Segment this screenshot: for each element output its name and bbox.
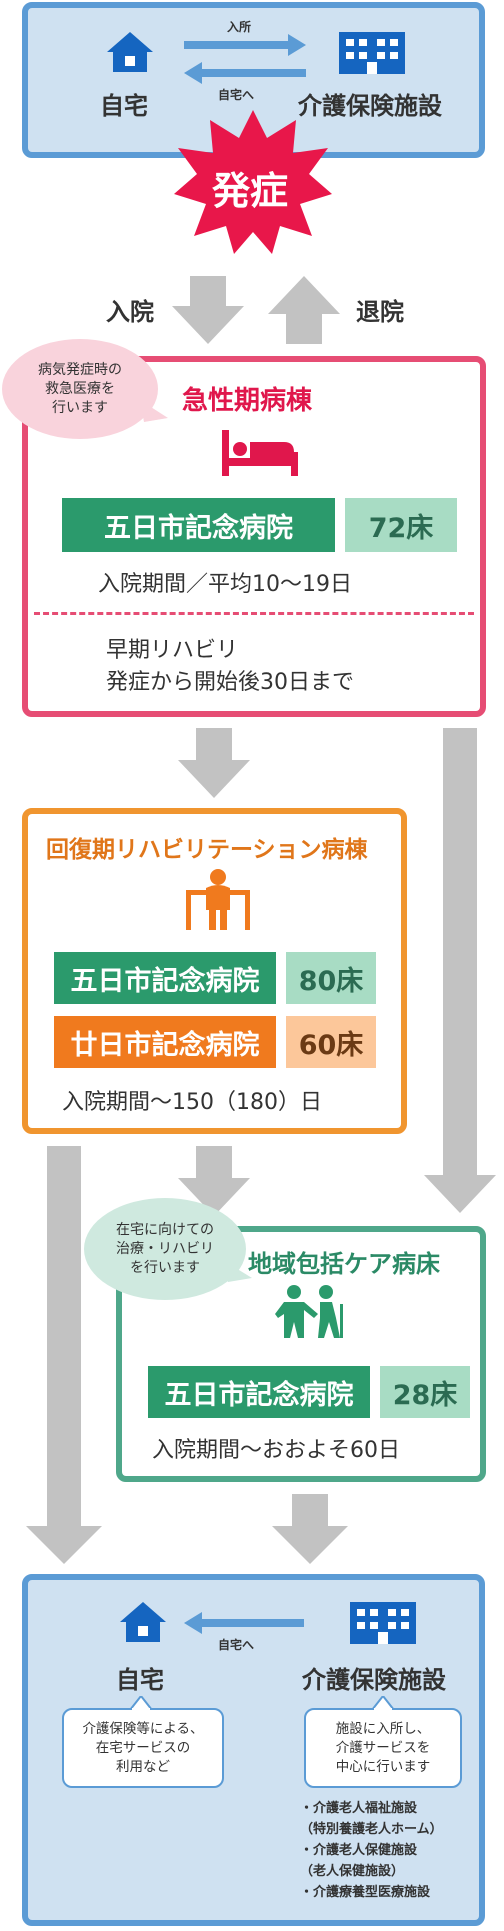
acute-bubble-line: 救急医療を xyxy=(45,380,115,397)
acute-to-community-arrow xyxy=(424,728,496,1213)
care-people-icon xyxy=(275,1285,343,1338)
acute-rehab-line2: 発症から開始後30日まで xyxy=(106,670,354,695)
recovery-beds2-label: 60床 xyxy=(286,1016,376,1068)
bottom-arrow-home-label: 自宅へ xyxy=(218,1638,255,1652)
top-arrow-in-label: 入所 xyxy=(227,20,252,34)
acute-bubble-line: 病気発症時の xyxy=(38,361,122,378)
recovery-hospital2-label: 廿日市記念病院 xyxy=(54,1016,276,1068)
community-bubble-line: を行います xyxy=(130,1259,200,1276)
home-icon xyxy=(120,1602,166,1642)
facility-note: 施設に入所し、 介護サービスを 中心に行います xyxy=(304,1708,462,1788)
acute-beds-label: 72床 xyxy=(345,498,457,552)
note-pointer xyxy=(372,1696,394,1710)
left-arrow-icon xyxy=(184,1612,304,1634)
acute-title: 急性期病棟 xyxy=(182,386,313,416)
community-bubble: 在宅に向けての 治療・リハビリ を行います xyxy=(84,1198,246,1300)
bottom-facility-label: 介護保険施設 xyxy=(302,1666,446,1694)
recovery-title: 回復期リハビリテーション病棟 xyxy=(46,837,368,863)
note-pointer xyxy=(130,1696,152,1710)
top-home-label: 自宅 xyxy=(100,92,148,120)
acute-to-recovery-arrow xyxy=(178,728,250,798)
acute-period: 入院期間／平均10〜19日 xyxy=(98,572,352,597)
community-to-bottom-arrow xyxy=(272,1494,348,1564)
acute-hospital-label: 五日市記念病院 xyxy=(62,498,335,552)
facility-note-line: 中心に行います xyxy=(335,1758,431,1775)
facility-note-line: 介護サービスを xyxy=(335,1739,431,1756)
facility-note-line: 施設に入所し、 xyxy=(335,1720,431,1737)
bubble-tail xyxy=(140,400,168,422)
community-bubble-line: 治療・リハビリ xyxy=(116,1240,214,1257)
home-note-line: 介護保険等による、 xyxy=(82,1720,204,1737)
admit-label: 入院 xyxy=(106,298,154,326)
top-facility-label: 介護保険施設 xyxy=(298,92,442,120)
recovery-to-bottom-arrow xyxy=(26,1146,102,1564)
home-icon xyxy=(107,32,153,72)
bottom-home-label: 自宅 xyxy=(116,1666,164,1694)
recovery-hospital1-label: 五日市記念病院 xyxy=(54,952,276,1004)
facility-list: ・介護老人福祉施設 （特別養護老人ホーム） ・介護老人保健施設 （老人保健施設）… xyxy=(300,1798,443,1903)
recovery-to-community-arrow xyxy=(178,1146,250,1216)
discharge-label: 退院 xyxy=(356,298,404,326)
acute-divider xyxy=(34,612,474,615)
left-arrow-icon xyxy=(184,62,306,84)
facility-list-item: ・介護老人保健施設 xyxy=(300,1843,418,1858)
acute-rehab-line1: 早期リハビリ xyxy=(106,638,239,663)
right-arrow-icon xyxy=(184,34,306,56)
bed-icon xyxy=(222,430,298,476)
community-title: 地域包括ケア病床 xyxy=(248,1250,440,1278)
home-note: 介護保険等による、 在宅サービスの 利用など xyxy=(62,1708,224,1788)
top-arrow-home-label: 自宅へ xyxy=(218,88,255,102)
building-icon xyxy=(339,32,405,74)
acute-bubble-line: 行います xyxy=(52,399,108,416)
home-note-line: 在宅サービスの xyxy=(95,1739,191,1756)
admit-down-arrow xyxy=(172,276,244,344)
recovery-period: 入院期間〜150（180）日 xyxy=(62,1090,322,1115)
facility-list-item: ・介護療養型医療施設 xyxy=(300,1885,431,1900)
rehab-person-icon xyxy=(186,869,250,930)
onset-label: 発症 xyxy=(212,169,289,213)
discharge-up-arrow xyxy=(268,276,340,344)
building-icon xyxy=(350,1602,416,1644)
home-note-line: 利用など xyxy=(115,1758,170,1775)
facility-list-item: （老人保健施設） xyxy=(300,1864,405,1879)
onset-starburst xyxy=(174,110,332,254)
community-period: 入院期間〜おおよそ60日 xyxy=(152,1438,400,1463)
facility-list-item: （特別養護老人ホーム） xyxy=(300,1822,443,1837)
community-bubble-line: 在宅に向けての xyxy=(116,1221,214,1238)
recovery-beds1-label: 80床 xyxy=(286,952,376,1004)
bubble-tail xyxy=(226,1262,252,1282)
facility-list-item: ・介護老人福祉施設 xyxy=(300,1801,418,1816)
community-hospital-label: 五日市記念病院 xyxy=(148,1366,370,1418)
acute-bubble: 病気発症時の 救急医療を 行います xyxy=(2,339,158,439)
community-beds-label: 28床 xyxy=(380,1366,470,1418)
